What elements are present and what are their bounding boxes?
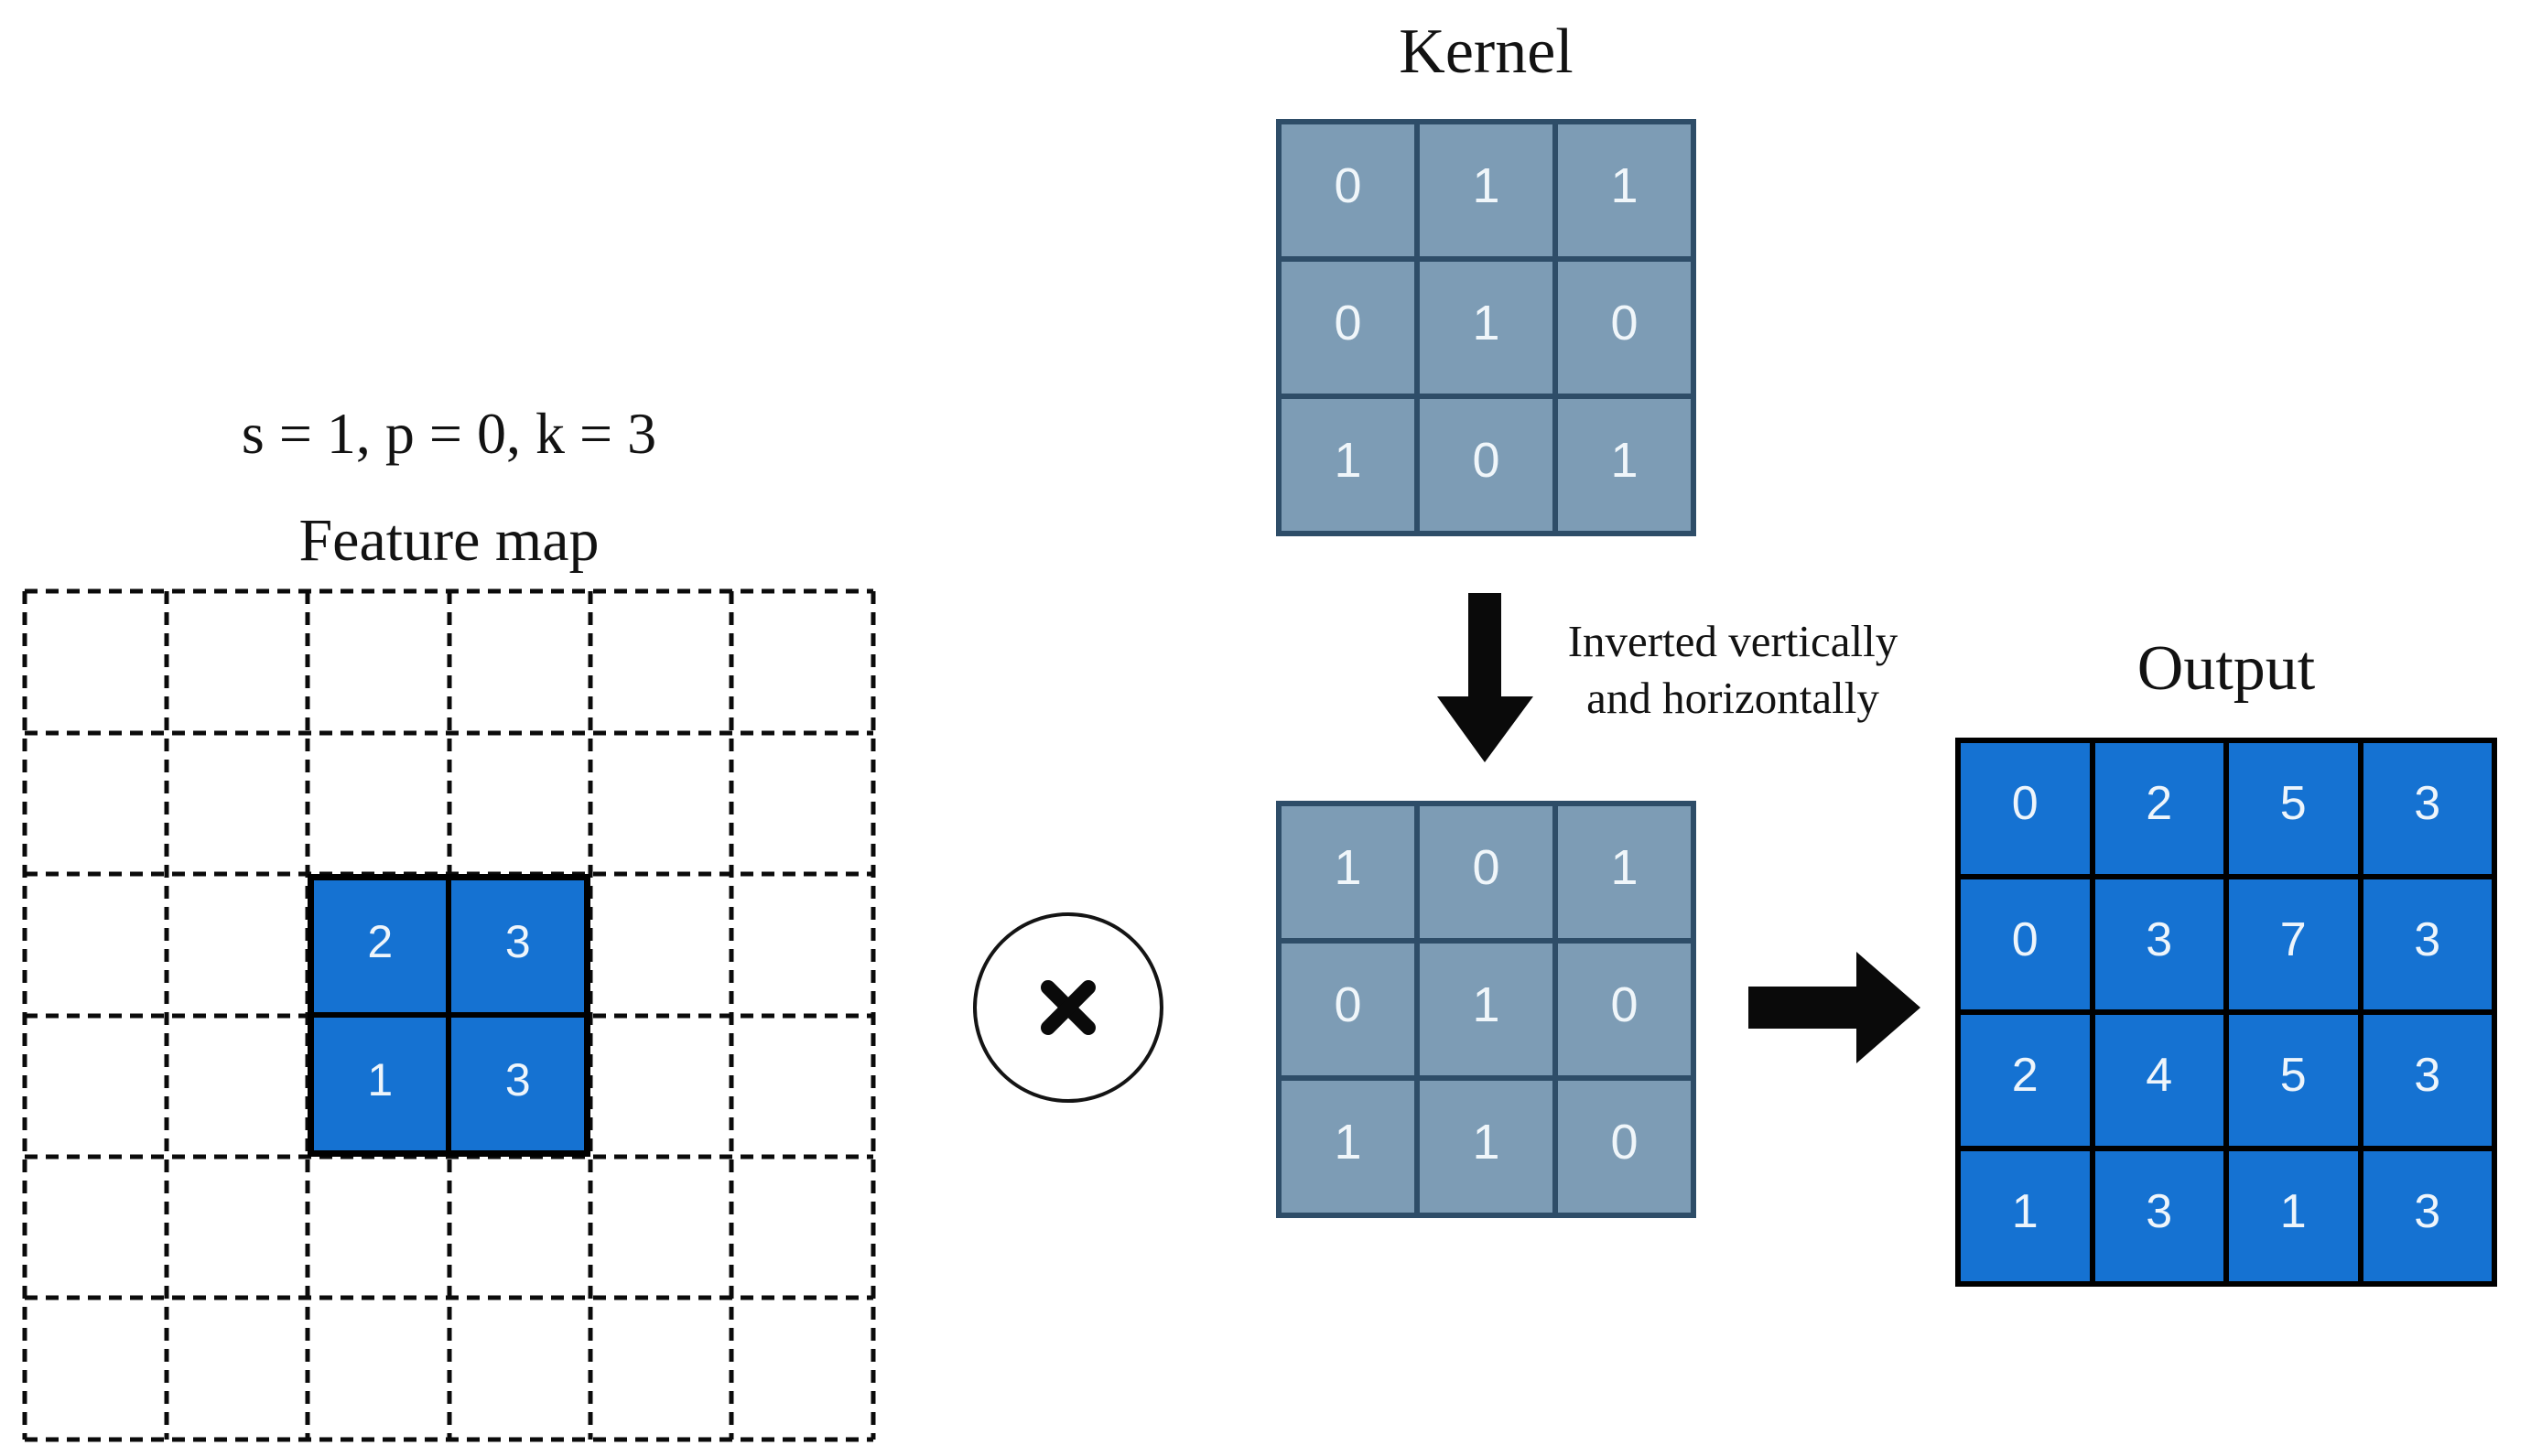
matrix-cell: 0 [1555,1078,1693,1215]
matrix-cell: 1 [1958,1148,2093,1284]
grid-line [25,1437,873,1442]
matrix-cell: 1 [1279,1078,1417,1215]
output-matrix: 0 2 5 3 0 3 7 3 2 4 5 3 1 3 1 3 [1955,738,2497,1287]
matrix-cell: 1 [1555,122,1693,259]
grid-line [25,588,873,594]
inverted-kernel-label-line2: and horizontally [1586,672,1879,723]
matrix-cell: 1 [2226,1148,2361,1284]
matrix-cell: 0 [1958,740,2093,877]
matrix-cell: 0 [1958,876,2093,1012]
grid-line [25,1295,873,1300]
feature-map-value-block: 2 3 1 3 [307,873,590,1157]
matrix-cell: 0 [1417,803,1555,941]
matrix-cell: 3 [449,877,587,1016]
matrix-cell: 4 [2092,1012,2226,1149]
matrix-cell: 3 [2360,876,2494,1012]
matrix-cell: 1 [1555,396,1693,534]
params-label: s = 1, p = 0, k = 3 [241,401,657,466]
grid-line [871,591,876,1440]
matrix-cell: 1 [1279,803,1417,941]
matrix-cell: 1 [1279,396,1417,534]
kernel-matrix: 0 1 1 0 1 0 1 0 1 [1276,119,1696,536]
grid-line [25,730,873,735]
grid-line [25,1154,873,1159]
inverted-kernel-matrix: 1 0 1 0 1 0 1 1 0 [1276,801,1696,1218]
matrix-cell: 1 [1417,941,1555,1078]
matrix-cell: 1 [1417,122,1555,259]
matrix-cell: 3 [449,1015,587,1153]
matrix-cell: 0 [1279,259,1417,396]
kernel-title: Kernel [1399,16,1574,87]
multiply-operator [973,912,1163,1103]
matrix-cell: 7 [2226,876,2361,1012]
matrix-cell: 2 [310,877,449,1016]
feature-map-title: Feature map [298,507,600,574]
matrix-cell: 3 [2092,876,2226,1012]
matrix-cell: 1 [1555,803,1693,941]
matrix-cell: 1 [310,1015,449,1153]
feature-map-dashed-grid: 2 3 1 3 [22,588,876,1442]
multiply-icon [1041,980,1096,1035]
matrix-cell: 5 [2226,1012,2361,1149]
matrix-cell: 3 [2360,740,2494,877]
matrix-cell: 3 [2092,1148,2226,1284]
down-arrow-icon [1437,593,1533,762]
matrix-cell: 0 [1279,122,1417,259]
matrix-cell: 0 [1555,259,1693,396]
matrix-cell: 0 [1279,941,1417,1078]
matrix-cell: 2 [1958,1012,2093,1149]
matrix-cell: 3 [2360,1012,2494,1149]
matrix-cell: 1 [1417,259,1555,396]
matrix-cell: 0 [1555,941,1693,1078]
matrix-cell: 0 [1417,396,1555,534]
matrix-cell: 5 [2226,740,2361,877]
output-title: Output [2136,633,2316,704]
inverted-kernel-label: Inverted vertically and horizontally [1536,613,1930,726]
inverted-kernel-label-line1: Inverted vertically [1567,616,1898,666]
matrix-cell: 1 [1417,1078,1555,1215]
matrix-cell: 2 [2092,740,2226,877]
right-arrow-icon [1748,952,1920,1063]
matrix-cell: 3 [2360,1148,2494,1284]
